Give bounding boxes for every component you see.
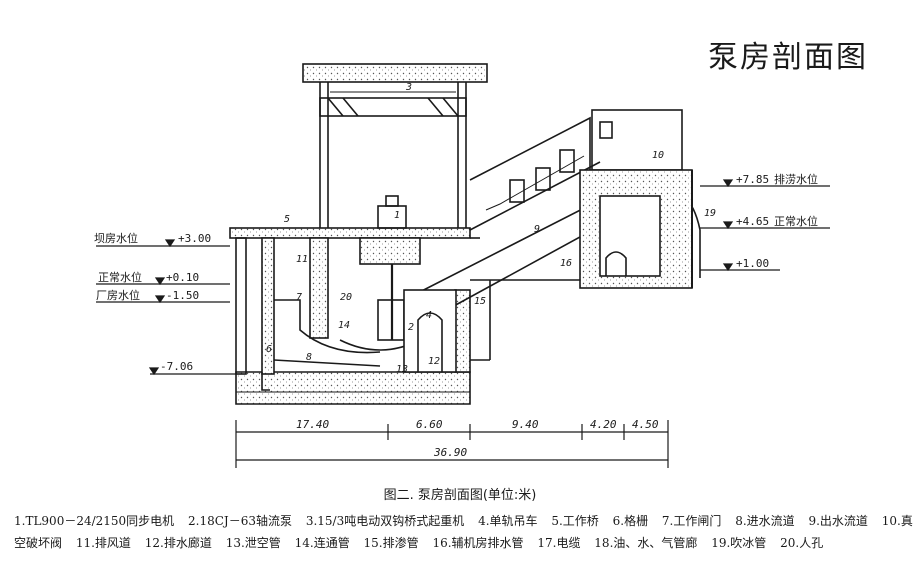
legend-item: 15.排渗管	[363, 536, 419, 550]
pump-house-section-drawing: 坝房水位 +3.00 正常水位 +0.10 厂房水位 -1.50 -7.06 +…	[94, 63, 830, 468]
legend-item: 1.TL900－24/2150同步电机	[14, 514, 175, 528]
level-left-top: +3.00	[178, 232, 211, 245]
legend-item: 5.工作桥	[551, 514, 599, 528]
level-label-left-top: 坝房水位	[94, 231, 138, 245]
inlet-conduit	[273, 299, 381, 367]
pump-house-substructure	[229, 227, 471, 405]
part-number: 9	[534, 224, 540, 235]
water-level-markers	[96, 179, 830, 376]
legend-item: 20.人孔	[780, 536, 824, 550]
part-number: 4	[426, 310, 432, 321]
legend-item: 17.电缆	[537, 536, 581, 550]
part-number: 11	[296, 254, 308, 265]
level-label-right-top: 排涝水位	[774, 172, 818, 186]
part-number: 6	[266, 344, 272, 355]
legend-item: 12.排水廊道	[144, 536, 212, 550]
parts-legend: 1.TL900－24/2150同步电机 2.18CJ－63轴流泵 3.15/3吨…	[14, 510, 914, 554]
level-left-low: -1.50	[166, 289, 199, 302]
drawing-title: 泵房剖面图	[708, 40, 868, 75]
part-number: 10	[652, 150, 664, 161]
legend-item: 13.泄空管	[225, 536, 281, 550]
part-number: 13	[396, 364, 408, 375]
part-callouts: 1 2 3 4 5 6 7 8 9 10 11 12 13 14 15 16 1…	[266, 82, 716, 375]
dimension-segment: 17.40	[296, 418, 329, 431]
dimension-line	[235, 420, 669, 468]
upper-building	[469, 109, 683, 231]
level-bottom: -7.06	[160, 360, 193, 373]
level-right-low: +1.00	[736, 257, 769, 270]
dimension-segment: 4.50	[632, 418, 659, 431]
part-number: 3	[405, 82, 412, 93]
level-left-mid: +0.10	[166, 271, 199, 284]
legend-item: 16.辅机房排水管	[432, 536, 524, 550]
legend-item: 3.15/3吨电动双钩桥式起重机	[305, 514, 465, 528]
level-right-top: +7.85	[736, 173, 769, 186]
outlet-structure	[579, 169, 693, 289]
part-number: 5	[284, 214, 290, 225]
level-right-mid: +4.65	[736, 215, 769, 228]
legend-item: 2.18CJ－63轴流泵	[188, 514, 292, 528]
part-number: 15	[474, 296, 486, 307]
part-number: 12	[428, 356, 440, 367]
part-number: 19	[704, 208, 716, 219]
part-number: 14	[338, 320, 350, 331]
dimension-segment: 9.40	[512, 418, 539, 431]
part-number: 20	[340, 292, 352, 303]
legend-item: 4.单轨吊车	[478, 514, 538, 528]
figure-caption: 图二. 泵房剖面图(单位:米)	[383, 488, 537, 503]
level-label-left-mid: 正常水位	[98, 270, 142, 284]
legend-item: 9.出水流道	[808, 514, 868, 528]
level-label-right-mid: 正常水位	[774, 214, 818, 228]
legend-item: 10.真空破坏阀	[14, 514, 913, 550]
legend-item: 7.工作闸门	[661, 514, 722, 528]
legend-item: 11.排风道	[75, 536, 131, 550]
level-label-left-low: 厂房水位	[96, 288, 140, 302]
part-number: 16	[560, 258, 572, 269]
drainage-gallery	[403, 279, 491, 373]
dimension-total: 36.90	[433, 446, 467, 459]
legend-item: 8.进水流道	[735, 514, 795, 528]
part-number: 8	[306, 352, 312, 363]
legend-item: 19.吹冰管	[711, 536, 767, 550]
part-number: 7	[296, 292, 302, 303]
crane-hall-structure	[302, 63, 488, 230]
dimension-segment: 6.60	[416, 418, 443, 431]
legend-item: 14.连通管	[294, 536, 350, 550]
legend-item: 6.格栅	[612, 514, 649, 528]
dimension-segment: 4.20	[590, 418, 617, 431]
part-number: 2	[408, 322, 414, 333]
motor-and-pump-unit	[339, 195, 421, 351]
part-number: 1	[394, 210, 400, 221]
legend-item: 18.油、水、气管廊	[594, 536, 698, 550]
